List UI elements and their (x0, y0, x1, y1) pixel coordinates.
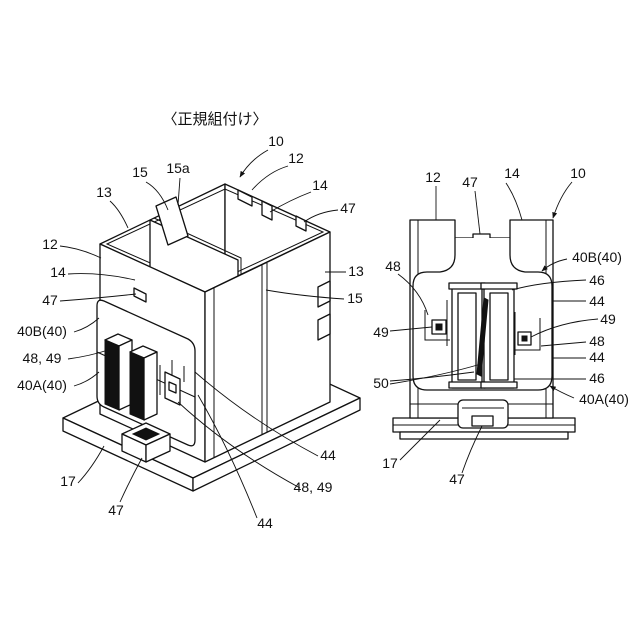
ref-label-r14: 40A(40) (579, 391, 629, 407)
ref-label-r13: 46 (589, 370, 605, 386)
ref-label-l18: 47 (108, 502, 124, 518)
left-view-drawing (63, 184, 360, 491)
ref-label-r1: 47 (462, 174, 478, 190)
terminal-b-side (144, 352, 157, 420)
ref-label-r4: 48 (385, 258, 401, 274)
contact-46-bottom-cap-right (481, 382, 517, 388)
ref-label-r16: 47 (449, 471, 465, 487)
ref-label-l2: 15 (132, 164, 148, 180)
leader-l-12-left (60, 246, 101, 258)
contact-46-left-inner (458, 293, 476, 380)
ref-label-r3: 10 (570, 165, 586, 181)
ref-label-r6: 46 (589, 272, 605, 288)
ref-label-l5: 13 (96, 184, 112, 200)
ref-label-l10: 15 (347, 290, 363, 306)
right-terminal-49-window (522, 336, 527, 341)
contact-46-right-inner (490, 293, 508, 380)
leader-l-40B (74, 318, 99, 332)
ref-label-r10: 48 (589, 333, 605, 349)
ref-label-r2: 14 (504, 165, 520, 181)
ref-label-l1: 15a (166, 160, 190, 176)
ref-label-l8: 13 (348, 263, 364, 279)
figure-title: 〈正規組付け〉 (162, 110, 267, 128)
leader-l-17 (78, 446, 104, 483)
leader-l-47-bottom (120, 458, 142, 502)
ref-label-l16: 48, 49 (294, 479, 333, 495)
leader-r-10 (553, 182, 572, 218)
ref-label-l6: 47 (340, 200, 356, 216)
base-plate-lower-strip (400, 432, 568, 439)
ref-label-l0: 10 (268, 133, 284, 149)
ref-label-l19: 44 (257, 515, 273, 531)
leader-l-12-top (252, 166, 288, 190)
ref-label-l14: 40A(40) (17, 377, 67, 393)
ref-label-r8: 49 (373, 324, 389, 340)
leader-l-47-top (304, 210, 338, 222)
ref-label-r9: 49 (600, 311, 616, 327)
ref-label-l11: 47 (42, 292, 58, 308)
ref-label-l13: 48, 49 (23, 350, 62, 366)
ref-label-l7: 12 (42, 236, 58, 252)
ref-label-l4: 14 (312, 177, 328, 193)
contact-46-bottom-cap-left (449, 382, 485, 388)
terminal-b-body (130, 352, 144, 420)
ref-label-l17: 17 (60, 473, 76, 489)
ref-label-l12: 40B(40) (17, 323, 67, 339)
ref-label-r7: 44 (589, 293, 605, 309)
contact-46-top-cap-left (449, 283, 485, 289)
ref-label-l15: 44 (320, 447, 336, 463)
ref-label-r5: 40B(40) (572, 249, 622, 265)
ref-label-r11: 44 (589, 349, 605, 365)
left-terminal-49-window (436, 324, 442, 330)
ref-label-l9: 14 (50, 264, 66, 280)
ref-label-l3: 12 (288, 150, 304, 166)
leader-l-15a (178, 178, 180, 205)
leader-l-10 (240, 150, 268, 177)
contact-46-top-cap-right (481, 283, 517, 289)
connector-47-inner (472, 416, 493, 426)
leader-r-14 (506, 183, 522, 220)
ref-label-r0: 12 (425, 169, 441, 185)
ref-label-r15: 17 (382, 455, 398, 471)
ref-label-r12: 50 (373, 375, 389, 391)
leader-l-13-top (110, 201, 128, 228)
leader-l-40A (74, 372, 99, 386)
leader-r-47-top (475, 191, 480, 234)
